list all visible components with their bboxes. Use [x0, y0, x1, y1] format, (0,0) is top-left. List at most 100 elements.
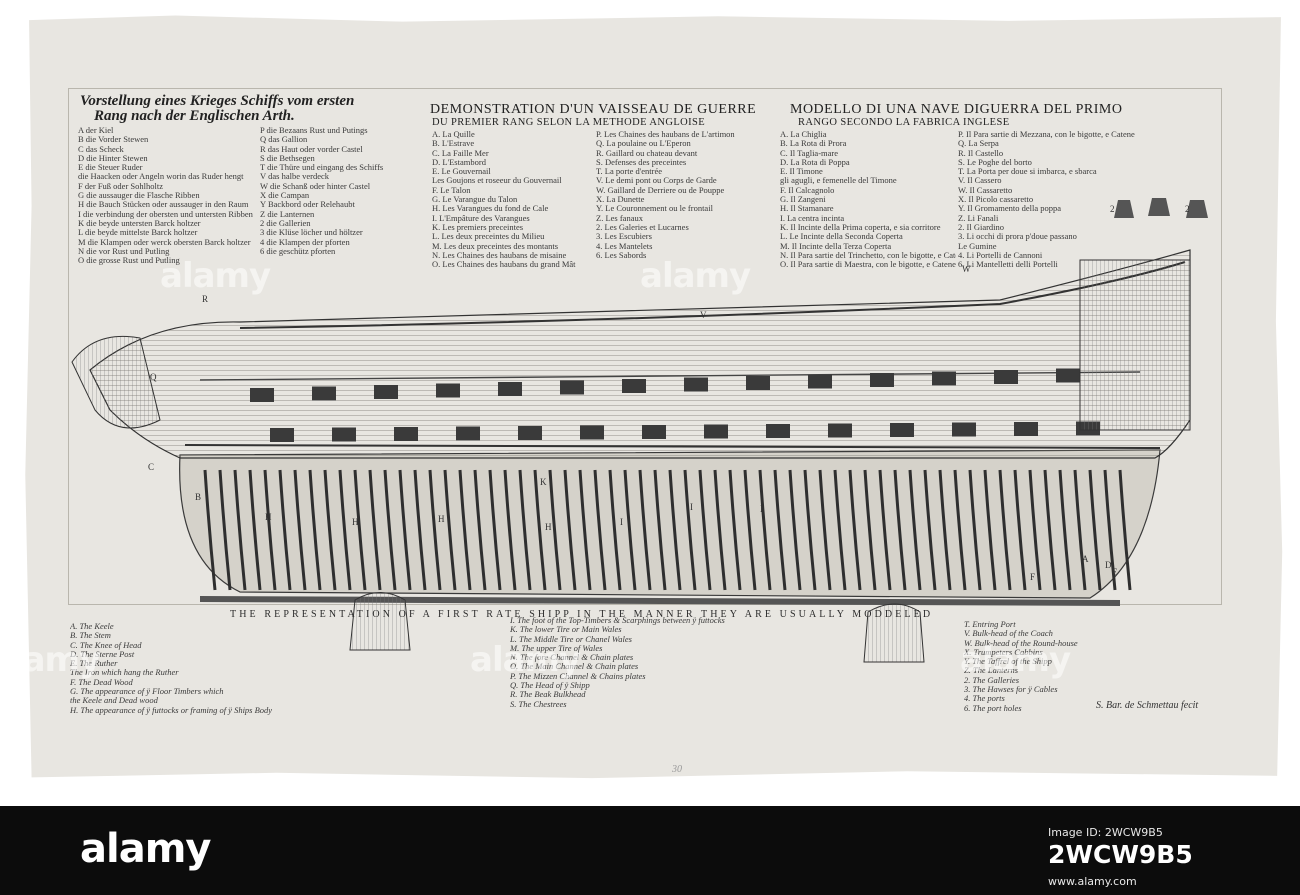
- hull-frame: [368, 469, 382, 591]
- italian-legend-right: P. Il Para sartie di Mezzana, con le big…: [958, 130, 1138, 269]
- hull-frame: [818, 469, 832, 591]
- hull-frame: [593, 469, 607, 591]
- hull-frame: [998, 469, 1012, 591]
- hull-frame: [278, 469, 292, 591]
- alamy-logo[interactable]: alamy: [80, 826, 211, 872]
- legend-line: D. The Sterne Post: [70, 649, 135, 659]
- legend-line: C. The Knee of Head: [70, 640, 142, 650]
- gun-port: [270, 428, 294, 442]
- hull-letter: K: [540, 477, 547, 487]
- legend-line: H die Bauch Stücken oder aussauger in de…: [78, 200, 249, 210]
- gun-port: [518, 426, 542, 440]
- german-legend-right: P die Bezaans Rust und Putings Q das Gal…: [260, 126, 410, 256]
- hull-letter: A: [1082, 554, 1089, 564]
- gun-port: [828, 423, 852, 438]
- hull-letter: H: [352, 517, 359, 527]
- hull-frame: [953, 469, 967, 591]
- hull-frame: [533, 469, 547, 591]
- image-id-label: Image ID: 2WCW9B5: [1048, 826, 1163, 839]
- legend-line: F der Fuß oder Sohlholtz: [78, 181, 163, 191]
- legend-line: N. Les Chaines des haubans de misaine: [432, 250, 567, 260]
- footer-url[interactable]: www.alamy.com: [1048, 875, 1137, 888]
- gun-port: [890, 423, 914, 437]
- legend-line: I die verbindung der obersten und unters…: [78, 209, 253, 219]
- hull-frame: [203, 469, 217, 591]
- french-legend-left: A. La Quille B. L'Estrave C. La Faille M…: [432, 130, 592, 269]
- legend-line: W. Il Cassaretto: [958, 185, 1013, 195]
- hull-frame: [728, 469, 742, 591]
- legend-line: M. The upper Tire of Wales: [510, 643, 603, 653]
- gun-port: [684, 377, 708, 392]
- legend-line: The Iron which hang the Ruther: [70, 668, 179, 678]
- italian-title-line1: MODELLO DI UNA NAVE DIGUERRA DEL PRIMO: [790, 103, 1123, 117]
- legend-line: E. The Ruther: [70, 659, 118, 669]
- hull-frame: [773, 469, 787, 591]
- gun-ports: [250, 368, 1100, 442]
- legend-line: R. The Beak Bulkhead: [510, 690, 586, 700]
- hull-frame: [473, 469, 487, 591]
- hull-frame: [548, 469, 562, 591]
- hull-frame: [788, 469, 802, 591]
- legend-line: N die vor Rust und Putling: [78, 246, 170, 256]
- legend-line: V. Bulk-head of the Coach: [964, 629, 1053, 639]
- gun-port: [994, 370, 1018, 384]
- hull-letter: C: [148, 462, 154, 472]
- hull-frame: [233, 469, 247, 591]
- legend-line: F. Il Calcagnolo: [780, 185, 835, 195]
- legend-line: S. The Chestrees: [510, 699, 567, 709]
- hull-frame: [503, 469, 517, 591]
- hull-frame: [428, 469, 442, 591]
- legend-line: Q. La Serpa: [958, 139, 999, 149]
- legend-line: L die beyde mittelste Barck holtzer: [78, 228, 198, 238]
- french-title-line2: DU PREMIER RANG SELON LA METHODE ANGLOIS…: [432, 117, 706, 128]
- hull-frame: [1118, 469, 1132, 591]
- hull-letter: H: [265, 512, 272, 522]
- legend-line: O. The Main Channel & Chain plates: [510, 662, 639, 672]
- hull-frame: [578, 469, 592, 591]
- hull-frame: [308, 469, 322, 591]
- legend-line: E. Il Timone: [780, 167, 823, 177]
- legend-line: K. The lower Tire or Main Wales: [510, 625, 622, 635]
- hull-frame: [908, 469, 922, 591]
- gun-port: [932, 371, 956, 386]
- hull-frame: [323, 469, 337, 591]
- hull-frame: [518, 469, 532, 591]
- legend-line: 4. Li Portelli de Cannoni: [958, 250, 1043, 260]
- gun-port: [952, 422, 976, 437]
- legend-line: A. La Quille: [432, 130, 475, 139]
- legend-line: W. Bulk-head of the Round-house: [964, 638, 1078, 648]
- legend-line: 3. The Hawses for ÿ Cables: [964, 685, 1058, 695]
- legend-line: H. The appearance of ÿ futtocks or frami…: [70, 705, 273, 715]
- legend-line: K. Il Incinte della Prima coperta, e sia…: [780, 222, 941, 232]
- gun-port: [498, 382, 522, 396]
- legend-line: 3. Les Escubiers: [596, 232, 652, 242]
- german-title: Vorstellung eines Krieges Schiffs vom er…: [80, 94, 354, 124]
- hull-letter: F: [1030, 572, 1035, 582]
- legend-line: Y. Le Couronnement ou le frontail: [596, 204, 713, 214]
- hull-frame: [443, 469, 457, 591]
- hull-frame: [983, 469, 997, 591]
- legend-line: Q. The Head of ÿ Shipp: [510, 681, 590, 691]
- legend-line: S. Defenses des preceintes: [596, 157, 687, 167]
- legend-line: O. Les Chaines des haubans du grand Mât: [432, 260, 576, 270]
- hull-frame: [623, 469, 637, 591]
- legend-line: K. Les premiers preceintes: [432, 222, 524, 232]
- legend-line: F. Le Talon: [432, 185, 471, 195]
- legend-line: H. Il Stamanare: [780, 204, 834, 214]
- legend-line: A. The Keele: [70, 622, 114, 631]
- hull-frame: [293, 469, 307, 591]
- legend-line: O. Il Para sartie di Maestra, con le big…: [780, 260, 956, 270]
- legend-line: M. Les deux preceintes des montants: [432, 241, 559, 251]
- hull-frame: [683, 469, 697, 591]
- legend-line: Z. The Lanterns: [964, 666, 1019, 676]
- hull-frame: [758, 469, 772, 591]
- italian-legend-left: A. La Chiglia B. La Rota di Prora C. Il …: [780, 130, 956, 269]
- legend-line: gli agugli, e femenelle del Timone: [780, 176, 897, 186]
- watermark-logo: alamy: [640, 256, 751, 296]
- hull-frames: [203, 469, 1132, 591]
- legend-line: I. L'Empâture des Varangues: [432, 213, 530, 223]
- hull-frame: [968, 469, 982, 591]
- gun-port: [870, 373, 894, 387]
- legend-line: L. Le Incinte della Seconda Coperta: [780, 232, 903, 242]
- legend-line: 6. The port holes: [964, 703, 1022, 713]
